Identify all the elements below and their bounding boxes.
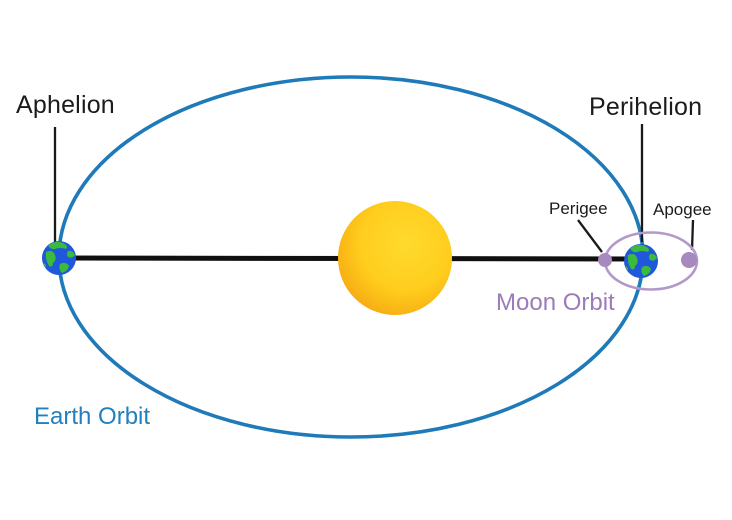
perigee-dot — [598, 253, 612, 267]
sun-icon — [338, 201, 452, 315]
moon-orbit-label: Moon Orbit — [496, 289, 615, 316]
aphelion-label: Aphelion — [16, 91, 115, 119]
apogee-dot — [681, 252, 697, 268]
earth-icon-aphelion — [42, 241, 76, 275]
apogee-pointer-line — [690, 219, 695, 251]
perigee-pointer-line — [577, 219, 603, 253]
earth-icon-perihelion — [624, 244, 658, 278]
perihelion-label: Perihelion — [589, 93, 703, 121]
perigee-label: Perigee — [549, 199, 608, 218]
earth-orbit-label: Earth Orbit — [34, 403, 151, 430]
apogee-label: Apogee — [653, 200, 712, 219]
